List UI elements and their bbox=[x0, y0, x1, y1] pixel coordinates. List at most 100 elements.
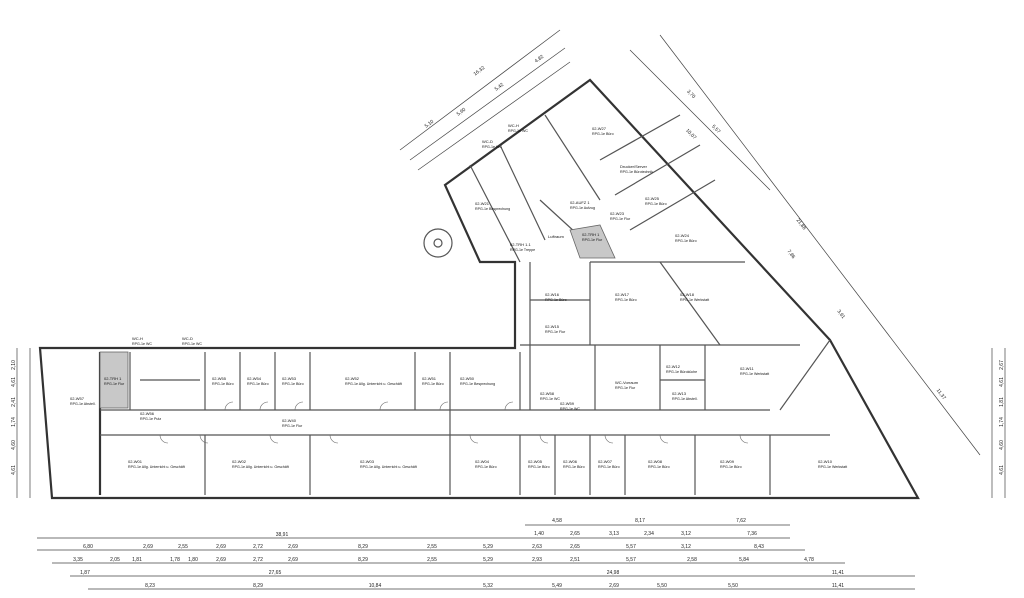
svg-text:7,86: 7,86 bbox=[785, 249, 796, 261]
svg-text:02-W55: 02-W55 bbox=[212, 376, 227, 381]
svg-text:2,69: 2,69 bbox=[216, 544, 226, 550]
svg-text:5,29: 5,29 bbox=[483, 557, 493, 563]
svg-text:02-W04: 02-W04 bbox=[475, 459, 490, 464]
svg-text:1,81: 1,81 bbox=[132, 557, 142, 563]
svg-text:02-W08: 02-W08 bbox=[648, 459, 663, 464]
svg-text:3,70: 3,70 bbox=[685, 89, 696, 100]
svg-text:02-W57: 02-W57 bbox=[70, 396, 85, 401]
svg-text:3,35: 3,35 bbox=[73, 557, 83, 563]
svg-text:2,65: 2,65 bbox=[570, 544, 580, 550]
svg-text:2,05: 2,05 bbox=[110, 557, 120, 563]
svg-text:1,81: 1,81 bbox=[999, 397, 1005, 407]
svg-text:3,12: 3,12 bbox=[681, 544, 691, 550]
svg-text:16,32: 16,32 bbox=[473, 65, 487, 77]
svg-text:2,65: 2,65 bbox=[570, 531, 580, 537]
svg-text:RPG-1e WC: RPG-1e WC bbox=[508, 129, 528, 133]
svg-text:RPG-1e Allg. Unterricht u. Ges: RPG-1e Allg. Unterricht u. Geschäft bbox=[232, 465, 289, 469]
svg-text:02-W05: 02-W05 bbox=[528, 459, 543, 464]
svg-text:5,57: 5,57 bbox=[626, 544, 636, 550]
svg-text:02-W07: 02-W07 bbox=[598, 459, 613, 464]
building-outline bbox=[38, 78, 920, 500]
svg-text:24,98: 24,98 bbox=[607, 570, 620, 576]
svg-text:5,32: 5,32 bbox=[483, 583, 493, 589]
svg-text:02-W24: 02-W24 bbox=[675, 233, 690, 238]
svg-text:02-TRH 1: 02-TRH 1 bbox=[104, 376, 122, 381]
svg-text:2,41: 2,41 bbox=[11, 397, 17, 407]
svg-text:2,58: 2,58 bbox=[687, 557, 697, 563]
svg-text:02-W52: 02-W52 bbox=[345, 376, 360, 381]
svg-text:1,80: 1,80 bbox=[188, 557, 198, 563]
svg-text:RPG-1e Büro: RPG-1e Büro bbox=[615, 298, 637, 302]
svg-text:8,23: 8,23 bbox=[145, 583, 155, 589]
svg-text:5,57: 5,57 bbox=[710, 124, 721, 135]
svg-text:2,69: 2,69 bbox=[216, 557, 226, 563]
svg-text:RPG-1e Treppe: RPG-1e Treppe bbox=[510, 248, 535, 252]
svg-text:RPG-1e Aufzug: RPG-1e Aufzug bbox=[570, 206, 595, 210]
svg-text:02-W09: 02-W09 bbox=[720, 459, 735, 464]
svg-text:2,55: 2,55 bbox=[178, 544, 188, 550]
svg-text:1,74: 1,74 bbox=[999, 417, 1005, 427]
svg-text:RPG-1e WC: RPG-1e WC bbox=[560, 407, 580, 411]
svg-text:5,10: 5,10 bbox=[424, 119, 436, 130]
svg-text:02-W27: 02-W27 bbox=[592, 126, 607, 131]
svg-text:Drucker/Server: Drucker/Server bbox=[620, 164, 648, 169]
svg-text:02-W10: 02-W10 bbox=[818, 459, 833, 464]
svg-text:8,43: 8,43 bbox=[754, 544, 764, 550]
svg-text:4,60: 4,60 bbox=[11, 440, 17, 450]
svg-text:02-W01: 02-W01 bbox=[128, 459, 143, 464]
svg-text:11,41: 11,41 bbox=[832, 570, 844, 576]
svg-text:RPG-1e Werkstatt: RPG-1e Werkstatt bbox=[818, 465, 847, 469]
svg-text:5,50: 5,50 bbox=[728, 583, 738, 589]
svg-text:WC-Vorraum: WC-Vorraum bbox=[615, 380, 639, 385]
dimension-lines bbox=[16, 29, 1006, 590]
svg-text:RPG-1e Besprechung: RPG-1e Besprechung bbox=[475, 207, 510, 211]
lower-wing-walls bbox=[98, 261, 831, 495]
svg-text:2,69: 2,69 bbox=[609, 583, 619, 589]
svg-text:RPG-1e Werkstatt: RPG-1e Werkstatt bbox=[680, 298, 709, 302]
svg-text:02-W23: 02-W23 bbox=[610, 211, 625, 216]
svg-text:RPG-1e Flur: RPG-1e Flur bbox=[615, 386, 636, 390]
svg-text:RPG-1e Werkstatt: RPG-1e Werkstatt bbox=[740, 372, 769, 376]
svg-text:WC-H: WC-H bbox=[132, 336, 143, 341]
svg-text:2,55: 2,55 bbox=[427, 557, 437, 563]
svg-text:11,37: 11,37 bbox=[935, 388, 947, 401]
svg-text:02-W16: 02-W16 bbox=[545, 292, 560, 297]
svg-text:RPG-1e Büro: RPG-1e Büro bbox=[212, 382, 234, 386]
svg-text:4,61: 4,61 bbox=[11, 377, 17, 387]
svg-text:RPG-1e Büro: RPG-1e Büro bbox=[282, 382, 304, 386]
svg-text:5,60: 5,60 bbox=[456, 107, 468, 118]
svg-text:2,67: 2,67 bbox=[999, 360, 1005, 370]
svg-text:3,12: 3,12 bbox=[681, 531, 691, 537]
svg-text:RPG-1e Allg. Unterricht u. Ges: RPG-1e Allg. Unterricht u. Geschäft bbox=[345, 382, 402, 386]
spiral-stair bbox=[423, 228, 453, 258]
svg-text:2,63: 2,63 bbox=[532, 544, 542, 550]
svg-text:02-W54: 02-W54 bbox=[247, 376, 262, 381]
svg-text:RPG-1e Büro: RPG-1e Büro bbox=[545, 298, 567, 302]
svg-text:6,80: 6,80 bbox=[83, 544, 93, 550]
svg-text:8,29: 8,29 bbox=[253, 583, 263, 589]
svg-text:3,61: 3,61 bbox=[835, 309, 846, 321]
stair-core-shaded bbox=[99, 351, 129, 409]
svg-text:2,72: 2,72 bbox=[253, 557, 263, 563]
svg-text:4,61: 4,61 bbox=[999, 465, 1005, 475]
svg-text:7,36: 7,36 bbox=[747, 531, 757, 537]
